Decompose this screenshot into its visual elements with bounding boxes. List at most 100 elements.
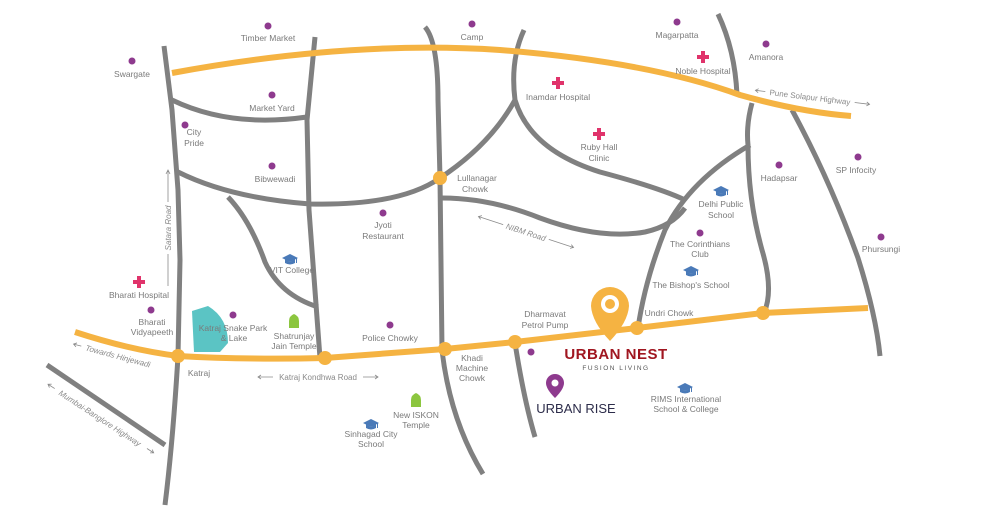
place-sp-infocity: SP Infocity [836,165,877,175]
school-icon [713,186,729,197]
place-dot-icon [696,229,704,237]
place-katraj: Katraj [188,368,210,378]
secondary-project-name: URBAN RISE [536,401,616,416]
place-dot-icon [229,311,237,319]
place-dot-icon [673,18,681,26]
place-noble-hospital: Noble Hospital [675,66,730,76]
place-bibwewadi: Bibwewadi [255,174,296,184]
place-bharati-hospital: Bharati Hospital [109,290,169,300]
place-amanora: Amanora [749,52,784,62]
road-phursungi [789,108,883,357]
road-label-satara: Satara Road [164,205,173,250]
place-katraj-snake-park: Katraj Snake Park& Lake [199,323,268,343]
project-name: URBAN NEST [564,346,667,363]
hospital-icon [697,51,709,63]
junction-lullanagar [433,171,447,185]
road-mumbai-bangalore [45,362,167,448]
road-market-yard [170,97,308,123]
arrow-right-icon [146,448,155,454]
place-camp: Camp [461,32,484,42]
place-dot-icon [775,161,783,169]
place-dot-icon [386,321,394,329]
place-dot-icon [268,162,276,170]
road-label-katraj-kondhwa: Katraj Kondhwa Road [279,373,357,382]
katraj-lake [192,306,228,352]
road-vertical-2 [304,36,323,359]
hospital-icon [593,128,605,140]
place-market-yard: Market Yard [249,103,295,113]
arrow-left-icon [257,374,273,380]
school-icon [683,266,699,277]
place-swargate: Swargate [114,69,150,79]
place-undri-chowk: Undri Chowk [645,308,694,318]
road-hadapsar [745,102,772,314]
place-dot-icon [379,209,387,217]
roads [45,12,883,506]
urban-nest-marker[interactable]: URBAN NEST FUSION LIVING [564,287,667,372]
place-bishops-school: The Bishop's School [652,280,729,290]
junction [318,351,332,365]
project-tagline: FUSION LIVING [582,365,649,372]
place-dot-icon [268,91,276,99]
arrow-left-icon [754,88,766,93]
place-inamdar-hospital: Inamdar Hospital [526,92,590,102]
junctions [171,171,770,365]
urban-rise-marker[interactable]: URBAN RISE [536,374,616,416]
road-label-nibm: NIBM Road [505,222,548,244]
road-vit [226,195,319,310]
place-dot-icon [527,348,535,356]
road-lullanagar [422,25,486,476]
temple-icon [289,314,299,328]
arrow-left-icon [72,342,82,348]
junction-katraj [171,349,185,363]
road-dharmavat [512,342,538,438]
place-police-chowky: Police Chowky [362,333,418,343]
place-vit-college: VIT College [270,265,315,275]
road-nibm [441,195,688,237]
road-satara [161,45,183,506]
pin-center [605,299,615,309]
junction [756,306,770,320]
place-dot-icon [762,40,770,48]
place-dot-icon [128,57,136,65]
hospital-icon [552,77,564,89]
place-hadapsar: Hadapsar [761,173,798,183]
school-icon [677,383,693,394]
place-timber-market: Timber Market [241,33,296,43]
road-magarpatta [715,12,740,96]
place-dot-icon [264,22,272,30]
road-inamdar [511,28,687,203]
place-dot-icon [877,233,885,241]
hospital-icon [133,276,145,288]
school-icon [282,254,298,265]
place-dot-icon [468,20,476,28]
road-bibwewadi [176,98,518,207]
junction-undri [630,321,644,335]
place-dot-icon [181,121,189,129]
temple-icon [411,393,421,407]
junction-dharmavat [508,335,522,349]
arrow-right-icon [363,374,379,380]
road-undri [635,142,752,329]
arrow-right-icon [548,239,575,249]
school-icon [363,419,379,430]
place-magarpatta: Magarpatta [656,30,699,40]
place-dot-icon [854,153,862,161]
arrow-left-icon [477,215,504,225]
arrow-right-icon [854,101,871,107]
